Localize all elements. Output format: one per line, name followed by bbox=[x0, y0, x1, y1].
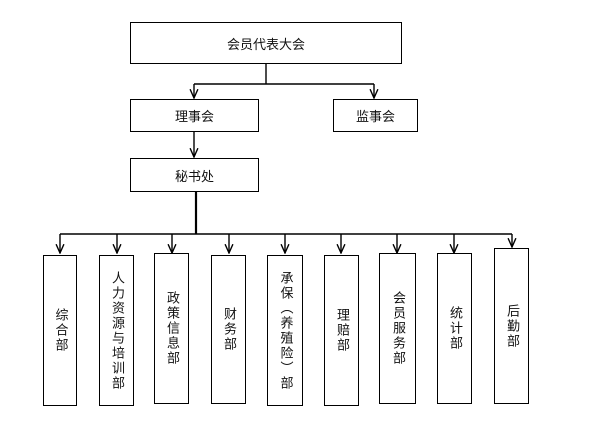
node-supervisors: 监事会 bbox=[333, 99, 418, 132]
dept-member-services: 会员服务部 bbox=[379, 253, 416, 404]
connector-top bbox=[194, 64, 374, 98]
dept-finance: 财务部 bbox=[211, 255, 246, 404]
dept-hr-training: 人力资源与培训部 bbox=[99, 255, 134, 406]
dept-policy-info-label: 政策信息部 bbox=[164, 291, 179, 366]
dept-statistics-label: 统计部 bbox=[447, 306, 462, 351]
node-board-label: 理事会 bbox=[174, 110, 214, 125]
dept-member-services-label: 会员服务部 bbox=[390, 291, 405, 366]
dept-claims: 理赔部 bbox=[324, 255, 359, 406]
dept-underwriting: 承保（养殖险）部 bbox=[267, 255, 303, 406]
dept-claims-label: 理赔部 bbox=[334, 308, 349, 353]
dept-logistics: 后勤部 bbox=[494, 248, 529, 404]
dept-policy-info: 政策信息部 bbox=[154, 253, 189, 404]
node-supervisors-label: 监事会 bbox=[355, 110, 395, 125]
dept-general: 综合部 bbox=[43, 255, 77, 406]
dept-logistics-label: 后勤部 bbox=[504, 303, 519, 349]
node-member-congress: 会员代表大会 bbox=[130, 22, 402, 64]
dept-hr-training-label: 人力资源与培训部 bbox=[109, 270, 124, 391]
node-secretariat: 秘书处 bbox=[130, 158, 259, 192]
connector-departments bbox=[60, 192, 512, 253]
dept-statistics: 统计部 bbox=[437, 253, 472, 404]
node-member-congress-label: 会员代表大会 bbox=[226, 37, 305, 53]
node-secretariat-label: 秘书处 bbox=[174, 169, 214, 185]
dept-general-label: 综合部 bbox=[52, 308, 68, 353]
dept-finance-label: 财务部 bbox=[221, 307, 236, 352]
dept-underwriting-label: 承保（养殖险）部 bbox=[277, 270, 293, 391]
node-board: 理事会 bbox=[130, 99, 259, 132]
